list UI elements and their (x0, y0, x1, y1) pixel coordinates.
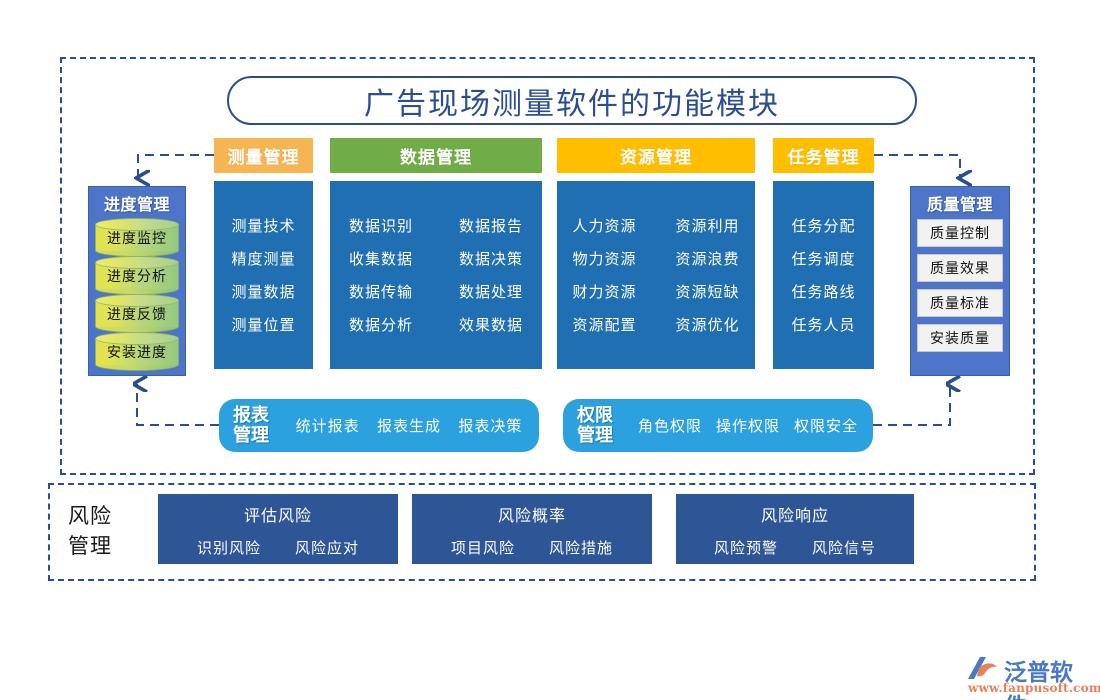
risk-group-title: 评估风险 (243, 506, 312, 525)
fanpu-logo-icon (968, 657, 997, 679)
column-header-resource[interactable]: 资源管理 (557, 138, 755, 173)
panel-item[interactable]: 财力资源 (572, 283, 637, 301)
risk-label-line1: 风险 (68, 504, 112, 528)
bar-report-title-line2: 管理 (233, 424, 269, 446)
panel-item[interactable]: 数据报告 (458, 217, 523, 235)
risk-item[interactable]: 风险信号 (812, 539, 877, 557)
bar-report-management[interactable]: 报表 管理 统计报表 报表生成 报表决策 (219, 399, 539, 452)
diagram-title-box: 广告现场测量软件的功能模块 (227, 76, 917, 125)
panel-item[interactable]: 数据识别 (348, 217, 413, 235)
panel-resource-management[interactable]: 人力资源 资源利用 物力资源 资源浪费 财力资源 资源短缺 资源配置 资源优化 (557, 181, 755, 369)
cylinder-label: 进度分析 (107, 269, 167, 285)
bar-item[interactable]: 报表生成 (376, 417, 441, 435)
column-header-data[interactable]: 数据管理 (330, 138, 542, 173)
cylinder-top-icon (95, 218, 179, 231)
main-module-frame (60, 57, 1035, 475)
bar-permission-title-line2: 管理 (577, 424, 613, 446)
cylinder-item[interactable]: 进度分析 (95, 256, 179, 295)
panel-item[interactable]: 任务路线 (791, 283, 856, 301)
panel-data-management[interactable]: 数据识别 数据报告 收集数据 数据决策 数据传输 数据处理 数据分析 效果数据 (330, 181, 542, 369)
cylinder-top-icon (95, 332, 179, 345)
panel-item[interactable]: 任务分配 (791, 217, 856, 235)
brand-logo: 泛普软件 www.fanpusoft.com (966, 653, 1100, 700)
bar-permission-title: 权限 管理 (577, 404, 623, 446)
risk-group-response[interactable]: 风险响应 风险预警 风险信号 (676, 494, 914, 564)
risk-group-title: 风险响应 (760, 506, 829, 525)
cylinder-label: 进度反馈 (107, 307, 167, 323)
bar-item[interactable]: 权限安全 (793, 417, 858, 435)
risk-module-frame (48, 483, 1036, 581)
panel-measure-management[interactable]: 测量技术 精度测量 测量数据 测量位置 (214, 181, 313, 369)
panel-item[interactable]: 精度测量 (231, 250, 296, 268)
panel-item[interactable]: 测量技术 (231, 217, 296, 235)
risk-item[interactable]: 风险应对 (295, 539, 360, 557)
panel-item[interactable]: 资源优化 (675, 316, 740, 334)
column-progress-management[interactable]: 进度管理 进度监控 进度分析 进度反馈 安装进度 (88, 186, 186, 376)
bar-item[interactable]: 角色权限 (637, 417, 702, 435)
panel-item[interactable]: 资源短缺 (675, 283, 740, 301)
cylinder-top-icon (95, 256, 179, 269)
quality-item[interactable]: 质量控制 (917, 219, 1003, 247)
panel-item[interactable]: 数据决策 (458, 250, 523, 268)
column-header-progress: 进度管理 (103, 195, 170, 214)
risk-label-line2: 管理 (68, 534, 112, 558)
bar-item[interactable]: 统计报表 (295, 417, 360, 435)
quality-item[interactable]: 质量效果 (917, 254, 1003, 282)
risk-item[interactable]: 识别风险 (196, 539, 261, 557)
panel-item[interactable]: 资源配置 (572, 316, 637, 334)
panel-item[interactable]: 效果数据 (458, 316, 523, 334)
column-quality-management[interactable]: 质量管理 质量控制 质量效果 质量标准 安装质量 (910, 186, 1010, 376)
bar-permission-title-line1: 权限 (577, 404, 613, 426)
panel-task-management[interactable]: 任务分配 任务调度 任务路线 任务人员 (773, 181, 874, 369)
logo-wordmark: 泛普软件 (1004, 659, 1073, 700)
risk-group-probability[interactable]: 风险概率 项目风险 风险措施 (412, 494, 652, 564)
logo-url: www.fanpusoft.com (968, 681, 1100, 695)
risk-group-assess[interactable]: 评估风险 识别风险 风险应对 (158, 494, 398, 564)
risk-item[interactable]: 项目风险 (450, 539, 515, 557)
panel-item[interactable]: 数据处理 (458, 283, 523, 301)
risk-group-title: 风险概率 (497, 506, 566, 525)
risk-item[interactable]: 风险预警 (713, 539, 778, 557)
column-header-task[interactable]: 任务管理 (773, 138, 874, 173)
panel-item[interactable]: 任务调度 (791, 250, 856, 268)
panel-item[interactable]: 数据传输 (348, 283, 413, 301)
cylinder-label: 进度监控 (107, 231, 167, 247)
bar-item[interactable]: 报表决策 (458, 417, 523, 435)
panel-item[interactable]: 收集数据 (348, 250, 413, 268)
bar-permission-management[interactable]: 权限 管理 角色权限 操作权限 权限安全 (563, 399, 873, 452)
panel-item[interactable]: 测量数据 (231, 283, 296, 301)
column-header-measure[interactable]: 测量管理 (214, 138, 313, 173)
panel-item[interactable]: 人力资源 (572, 217, 637, 235)
panel-item[interactable]: 任务人员 (791, 316, 856, 334)
quality-item[interactable]: 质量标准 (917, 289, 1003, 317)
bar-report-title: 报表 管理 (233, 404, 279, 446)
page-title: 广告现场测量软件的功能模块 (364, 86, 780, 122)
bar-report-title-line1: 报表 (233, 404, 269, 426)
risk-management-label: 风险 管理 (68, 498, 144, 564)
cylinder-item[interactable]: 安装进度 (95, 332, 179, 371)
panel-item[interactable]: 测量位置 (231, 316, 296, 334)
quality-item[interactable]: 安装质量 (917, 324, 1003, 352)
panel-item[interactable]: 数据分析 (348, 316, 413, 334)
panel-item[interactable]: 物力资源 (572, 250, 637, 268)
bar-item[interactable]: 操作权限 (715, 417, 780, 435)
cylinder-item[interactable]: 进度反馈 (95, 294, 179, 333)
column-header-quality: 质量管理 (926, 195, 993, 214)
panel-item[interactable]: 资源利用 (675, 217, 740, 235)
cylinder-top-icon (95, 294, 179, 307)
cylinder-item[interactable]: 进度监控 (95, 218, 179, 257)
cylinder-label: 安装进度 (107, 345, 167, 361)
risk-item[interactable]: 风险措施 (549, 539, 614, 557)
panel-item[interactable]: 资源浪费 (675, 250, 740, 268)
